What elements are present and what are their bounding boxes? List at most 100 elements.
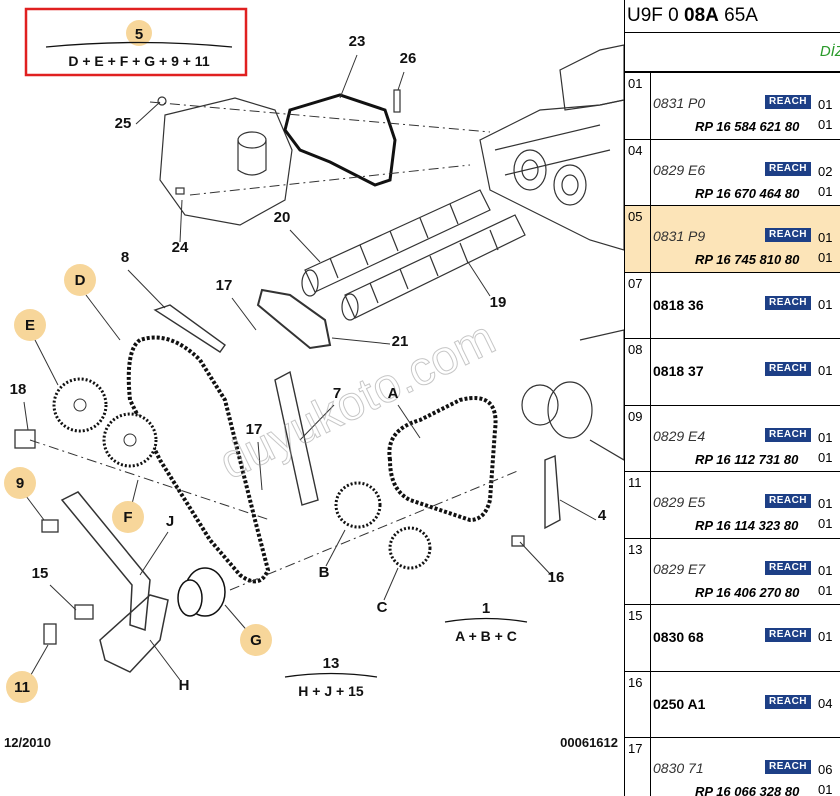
part-index: 13: [625, 538, 651, 605]
bolt-11: [43, 623, 57, 645]
reach-badge: REACH: [765, 362, 811, 376]
leader-lines: [23, 54, 597, 681]
timing-cover: [157, 96, 293, 226]
crank-pulley: [521, 329, 624, 461]
part-index: 16: [625, 671, 651, 738]
header-suffix: 65A: [718, 5, 758, 26]
part-index: 09: [625, 405, 651, 472]
callout-26: 26: [400, 50, 417, 67]
header-bold: 08A: [684, 5, 719, 26]
part-code: 0829 E6: [653, 161, 706, 178]
part-index: 04: [625, 139, 651, 206]
part-qty-2: 01: [818, 516, 833, 531]
guide-8: [153, 304, 226, 353]
callout-15: 15: [32, 565, 49, 582]
callout-H: H: [179, 677, 190, 694]
part-reference: RP 16 066 328 80: [695, 784, 800, 796]
callout-A: A: [388, 385, 399, 402]
reach-badge: REACH: [765, 427, 811, 442]
callout-C: C: [377, 599, 388, 616]
callout-F: F: [123, 509, 132, 526]
part-reference: RP 16 670 464 80: [695, 185, 800, 201]
callout-circle-5: [126, 20, 152, 46]
reach-badge: REACH: [765, 560, 811, 575]
part-reference: RP 16 584 621 80: [695, 119, 800, 134]
exploded-parts-diagram: 5 D + E + F + G + 9 + 11: [4, 7, 624, 750]
part-code: 0818 37: [653, 363, 704, 379]
camshafts: [301, 189, 526, 321]
part-qty: 01: [818, 296, 833, 312]
cylinder-head: [479, 44, 624, 251]
callout-G: G: [250, 632, 262, 649]
part-code: 0829 E4: [653, 427, 706, 444]
part-code: 0829 E7: [653, 560, 706, 577]
part-qty: 01: [818, 429, 833, 445]
sprocket-e: [52, 377, 108, 433]
reach-badge: REACH: [765, 694, 811, 709]
bolt-16: [511, 535, 525, 547]
callout-circle-G: [240, 624, 272, 656]
panel-header: U9F 0 08A 65A: [625, 0, 840, 33]
callout-17: 17: [246, 421, 263, 438]
callout-23: 23: [349, 33, 366, 50]
callout-circle-D: [64, 264, 96, 296]
crank-sprocket-g: [177, 567, 226, 617]
reach-badge: REACH: [765, 161, 811, 176]
part-index: 15: [625, 605, 651, 672]
part-qty-2: 01: [818, 250, 833, 265]
pin-15: [74, 604, 94, 620]
tensioner-7: [274, 370, 319, 506]
reach-badge: REACH: [765, 295, 811, 310]
sprocket-b: [334, 481, 382, 529]
callout-E: E: [25, 317, 35, 334]
part-reference: RP 16 745 810 80: [695, 252, 800, 267]
callout-4: 4: [598, 507, 607, 524]
callout-8: 8: [121, 249, 129, 266]
part-reference: RP 16 114 323 80: [695, 518, 799, 533]
sprocket-c: [388, 526, 432, 570]
formula-13-parts: H + J + 15: [298, 683, 364, 699]
part-code: 0831 P0: [653, 95, 706, 111]
part-code: 0829 E5: [653, 494, 706, 510]
part-index: 08: [625, 339, 651, 406]
reach-badge: REACH: [765, 628, 811, 642]
part-code: 0250 A1: [653, 695, 706, 712]
part-code: 0830 68: [653, 629, 704, 645]
part-qty: 06: [818, 762, 833, 777]
formula-1-line: [444, 617, 528, 623]
diagram-ref-number: 00061612: [560, 735, 618, 750]
callout-circle-9: [4, 467, 36, 499]
formula-1-number: 1: [482, 600, 490, 617]
callout-B: B: [319, 564, 330, 581]
sprocket-f: [102, 412, 158, 468]
part-qty-2: 01: [818, 449, 833, 465]
part-index: 05: [625, 206, 651, 273]
header-prefix: U9F 0: [627, 5, 685, 26]
callout-17: 17: [216, 277, 233, 294]
part-reference: RP 16 406 270 80: [695, 584, 800, 600]
bolt-9: [41, 519, 59, 533]
formula-13-number: 13: [323, 655, 340, 672]
callout-D: D: [75, 272, 86, 289]
reach-badge: REACH: [765, 95, 811, 109]
callout-18: 18: [10, 381, 27, 398]
callout-J: J: [166, 513, 174, 530]
callout-circle-E: [14, 309, 46, 341]
callout-11: 11: [14, 679, 30, 696]
gasket-21: [256, 288, 332, 350]
callout-7: 7: [333, 385, 341, 402]
part-qty-2: 01: [818, 183, 833, 199]
